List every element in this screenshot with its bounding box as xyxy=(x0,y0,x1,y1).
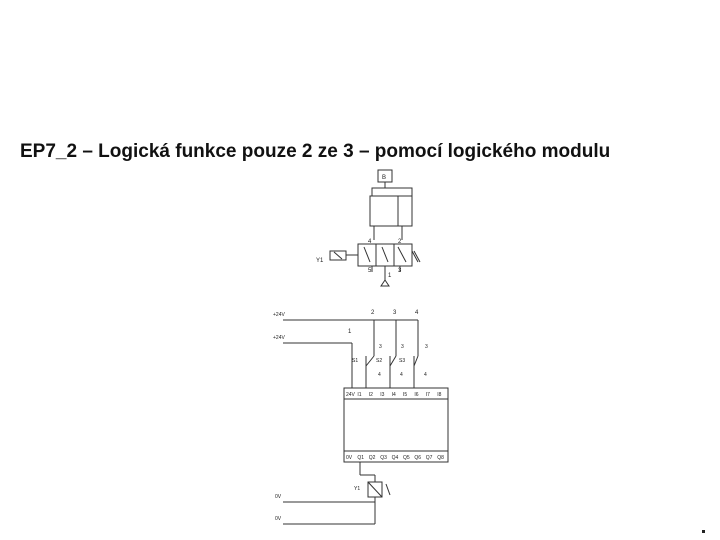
module-output-q3: Q3 xyxy=(380,455,387,461)
switch-s2 xyxy=(389,355,397,370)
module-input-i5: I5 xyxy=(403,392,407,398)
module-output-q5: Q5 xyxy=(403,455,410,461)
switch-s3-bottom: 4 xyxy=(424,372,427,378)
solenoid-label: Y1 xyxy=(316,258,324,264)
port-5-label: 5 xyxy=(368,268,372,274)
module-output-q2: Q2 xyxy=(369,455,376,461)
switch-s3-top: 3 xyxy=(425,344,428,350)
wire-2-label: 2 xyxy=(371,310,375,316)
switch-s1 xyxy=(365,355,375,370)
module-output-q1: Q1 xyxy=(357,455,364,461)
module-output-q4: Q4 xyxy=(392,455,399,461)
module-output-labels: 0V Q1 Q2 Q3 Q4 Q5 Q6 Q7 Q8 xyxy=(346,455,444,461)
port-3-label: 3 xyxy=(398,268,402,274)
supply-zero-1-label: 0V xyxy=(275,494,282,500)
switch-s2-name: S2 xyxy=(376,358,382,364)
coil-label: Y1 xyxy=(354,486,360,492)
module-input-i8: I8 xyxy=(437,392,441,398)
module-output-q8: Q8 xyxy=(437,455,444,461)
switch-s3-name: S3 xyxy=(399,358,405,364)
supply-plus-1-label: +24V xyxy=(273,312,285,318)
supply-zero-2-label: 0V xyxy=(275,516,282,522)
slide-title: EP7_2 – Logická funkce pouze 2 ze 3 – po… xyxy=(20,141,611,162)
module-output-0v: 0V xyxy=(346,455,353,461)
wire-4-label: 4 xyxy=(415,310,419,316)
switch-s1-bottom: 4 xyxy=(378,372,381,378)
supply-rails xyxy=(283,319,418,525)
switch-s2-top: 3 xyxy=(401,344,404,350)
module-input-i7: I7 xyxy=(426,392,430,398)
module-input-i4: I4 xyxy=(392,392,396,398)
switch-s1-name: S1 xyxy=(352,358,358,364)
wire-3-label: 3 xyxy=(393,310,397,316)
switch-s2-bottom: 4 xyxy=(400,372,403,378)
port-2-label: 2 xyxy=(398,239,402,245)
switch-s1-top: 3 xyxy=(379,344,382,350)
cylinder xyxy=(369,169,413,240)
module-input-i6: I6 xyxy=(414,392,418,398)
directional-valve xyxy=(329,243,421,287)
module-output-q7: Q7 xyxy=(426,455,433,461)
module-input-i3: I3 xyxy=(380,392,384,398)
module-input-i2: I2 xyxy=(369,392,373,398)
logic-module xyxy=(343,387,449,463)
switch-s3 xyxy=(413,355,419,370)
module-output-q6: Q6 xyxy=(414,455,421,461)
wires xyxy=(351,320,419,524)
coil-y1 xyxy=(367,481,391,498)
port-1-label: 1 xyxy=(388,273,392,279)
port-4-label: 4 xyxy=(368,239,372,245)
module-input-i1: I1 xyxy=(357,392,361,398)
wire-1-label: 1 xyxy=(348,329,352,335)
supply-plus-2-label: +24V xyxy=(273,335,285,341)
corner-dot xyxy=(702,530,705,533)
cylinder-label: B xyxy=(382,175,386,181)
module-input-24v: 24V xyxy=(346,392,356,398)
